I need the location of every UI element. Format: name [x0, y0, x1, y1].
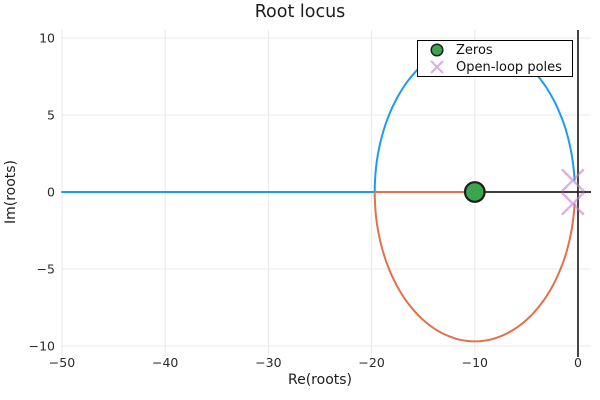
y-axis-label: Im(roots) [3, 159, 19, 225]
zero-marker-glyph [430, 43, 444, 57]
y-tick-label: −5 [37, 261, 55, 276]
chart-title: Root locus [254, 2, 346, 22]
y-tick-label: 0 [47, 184, 55, 199]
legend-entry-zeros: Zeros [418, 42, 572, 59]
pole-marker [560, 191, 585, 216]
legend-entry-poles: Open-loop poles [418, 59, 572, 76]
x-tick-label: −10 [462, 355, 488, 370]
y-tick-label: 10 [39, 31, 55, 46]
pole-marker [560, 168, 585, 193]
x-tick-label: 0 [574, 355, 582, 370]
x-marker-icon [430, 60, 444, 74]
legend-label-zeros: Zeros [456, 42, 493, 58]
legend-label-poles: Open-loop poles [456, 59, 562, 75]
x-tick-label: −20 [358, 355, 384, 370]
zeros-legend-marker-cell [418, 42, 456, 58]
pole-marker-glyph [430, 60, 444, 74]
poles-legend-marker-cell [418, 59, 456, 75]
x-tick-label: −40 [152, 355, 178, 370]
x-tick-label: −50 [49, 355, 75, 370]
circle-marker-icon [430, 43, 444, 57]
locus-branch-2 [373, 191, 576, 343]
legend: Zeros Open-loop poles [417, 40, 573, 77]
x-tick-label: −30 [255, 355, 281, 370]
x-axis-label: Re(roots) [288, 372, 352, 388]
y-tick-label: −10 [29, 338, 55, 353]
zero-marker [463, 181, 486, 203]
y-tick-label: 5 [47, 108, 55, 123]
